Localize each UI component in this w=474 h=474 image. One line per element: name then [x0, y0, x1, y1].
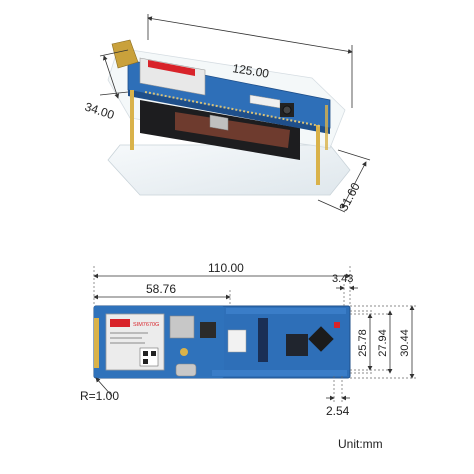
sim-module-logo-3d: [148, 60, 195, 76]
standoff-right-front: [316, 125, 320, 185]
usb-c-port: [175, 363, 197, 377]
pcb-flat-view: SIM7670G: [93, 305, 351, 379]
qr-code-icon: [139, 347, 159, 367]
dim-125-label: 125.00: [232, 61, 271, 81]
pcb-edge-3d: [128, 90, 330, 134]
dim-25-78-label: 25.78: [357, 329, 369, 357]
dim-110-label: 110.00: [208, 261, 244, 275]
sim-module-logo: [110, 319, 130, 327]
mount-hole-icon: [180, 348, 188, 356]
dim-radius-label: R=1.00: [80, 389, 119, 403]
camera-connector: [227, 329, 247, 353]
dim-3-43: 3.43: [332, 273, 358, 306]
led-red: [334, 322, 340, 328]
dim-2-54-label: 2.54: [326, 404, 350, 418]
pin-header-3d: [144, 91, 321, 127]
dim-radius: R=1.00: [80, 377, 119, 403]
dim-right-verticals: [350, 305, 416, 379]
bottom-pin-header: [212, 370, 347, 376]
sim-card-slot: [169, 315, 195, 339]
ffc-connector: [258, 318, 268, 362]
dim-2-54: 2.54: [326, 376, 350, 418]
acrylic-bottom-plate: [107, 144, 351, 196]
main-chip: [286, 334, 308, 356]
top-pin-header: [226, 308, 346, 314]
sim-module-label: SIM7670G: [133, 322, 159, 328]
chip-2: [308, 326, 334, 352]
product-3d-view: [107, 39, 351, 196]
battery-reflection: [175, 112, 290, 148]
usb-connector-3d: [209, 114, 229, 131]
camera-lens-icon: [282, 105, 292, 115]
dim-27-94-label: 27.94: [377, 329, 389, 357]
chip-1: [200, 322, 216, 338]
unit-label: Unit:mm: [338, 437, 383, 451]
dim-125: 125.00: [147, 14, 353, 108]
dim-31-60-label: 31.60: [336, 180, 363, 213]
dim-34-label: 34.00: [83, 100, 116, 123]
dim-58-76: 58.76: [93, 282, 231, 306]
left-edge-pads: [94, 318, 99, 368]
standoff-right-back: [325, 105, 328, 150]
dim-58-76-label: 58.76: [146, 282, 176, 296]
dim-3-43-label: 3.43: [332, 273, 353, 285]
dim-110: 110.00: [93, 261, 351, 306]
standoff-left-front: [130, 90, 134, 150]
dim-30-44-label: 30.44: [399, 329, 411, 357]
